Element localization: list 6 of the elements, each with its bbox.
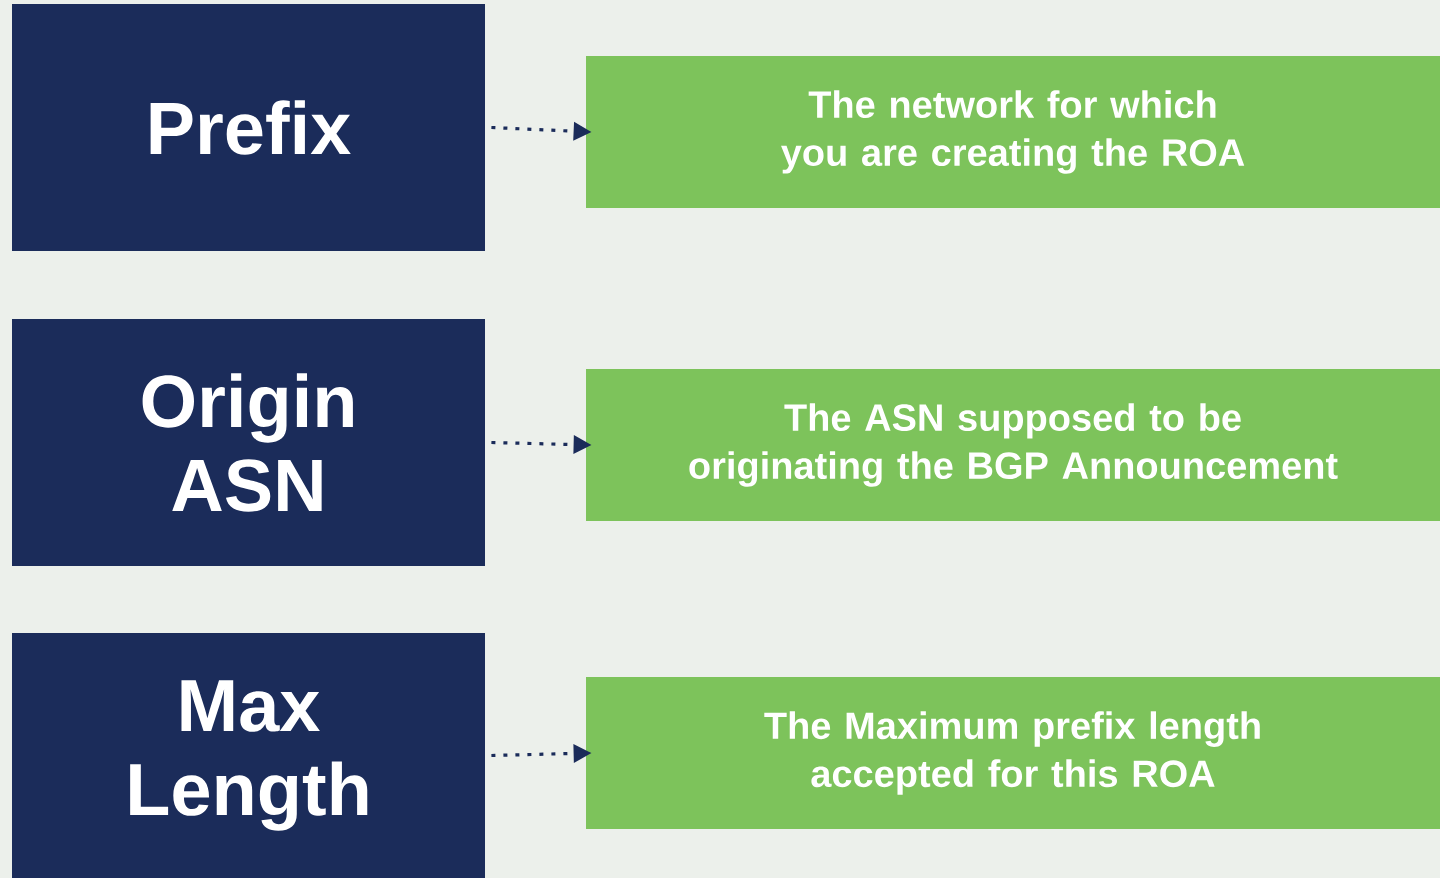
description-box: The network for which you are creating the ROA [586,56,1440,208]
term-box: Prefix [12,4,485,251]
term-box: Origin ASN [12,319,485,566]
description-box: The Maximum prefix length accepted for this ROA [586,677,1440,829]
description-box: The ASN supposed to be originating the BGP Announcement [586,369,1440,521]
term-box: Max Length [12,633,485,878]
